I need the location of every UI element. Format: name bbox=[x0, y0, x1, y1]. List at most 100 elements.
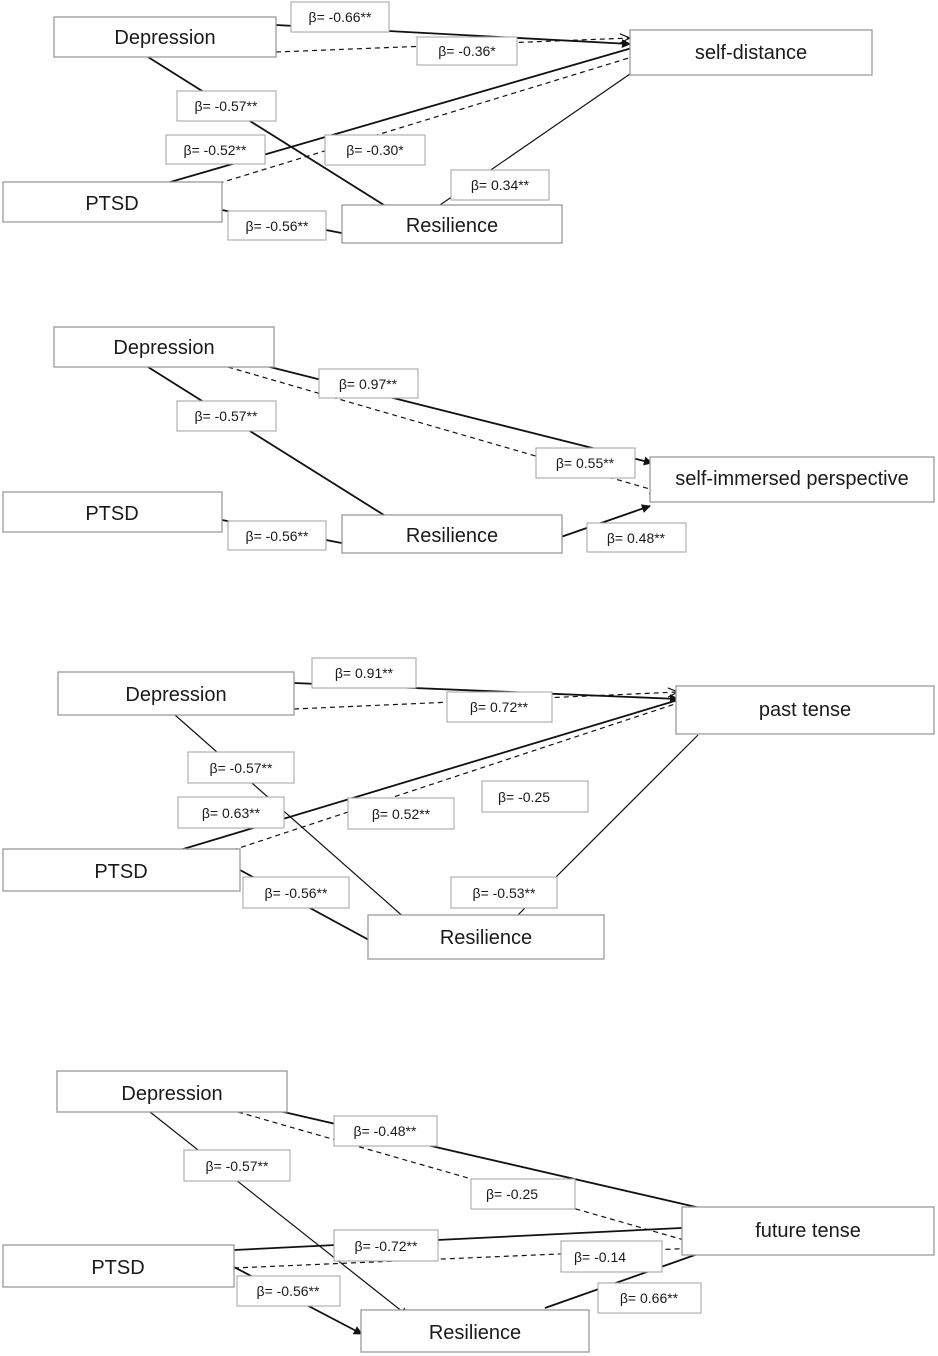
coef-box bbox=[236, 1275, 341, 1307]
coef-box bbox=[177, 796, 285, 829]
node-depression-box bbox=[53, 326, 275, 368]
node-resilience-label: Resilience bbox=[440, 927, 532, 949]
coef-dep-to-outcome: β= -0.66** bbox=[309, 9, 372, 25]
coef-dep-to-resilience: β= -0.57** bbox=[206, 1158, 269, 1174]
coef-resilience-to-outcome: β= 0.34** bbox=[471, 177, 530, 193]
path-depression-to-outcome-indirect bbox=[227, 366, 660, 492]
node-depression-box bbox=[56, 1070, 288, 1113]
nodes: Depression self-distance PTSD Resilience bbox=[2, 16, 873, 244]
coef-box bbox=[227, 210, 327, 241]
coef-ptsd-to-resilience: β= -0.56** bbox=[246, 218, 309, 234]
path-ptsd-to-outcome-indirect bbox=[223, 702, 679, 854]
node-ptsd-box bbox=[2, 181, 223, 223]
nodes: Depression future tense PTSD Resilience bbox=[2, 1070, 935, 1353]
coef-dep-to-resilience: β= -0.57** bbox=[210, 760, 273, 776]
coef-box bbox=[597, 1282, 702, 1314]
coef-box bbox=[450, 876, 558, 909]
node-resilience-box bbox=[360, 1309, 590, 1353]
node-resilience-label: Resilience bbox=[429, 1322, 521, 1344]
coef-box bbox=[446, 691, 553, 723]
coef-box bbox=[176, 400, 277, 432]
node-depression-label: Depression bbox=[125, 684, 226, 706]
coef-ptsd-to-resilience: β= -0.56** bbox=[265, 885, 328, 901]
coef-dep-to-outcome: β= 0.91** bbox=[335, 665, 394, 681]
coef-unattached: β= -0.25 bbox=[498, 789, 550, 805]
coef-dep-to-outcome: β= 0.97** bbox=[339, 376, 398, 392]
node-depression-box bbox=[57, 671, 295, 716]
node-outcome-label: past tense bbox=[759, 699, 851, 721]
coef-ptsd-to-resilience: β= -0.56** bbox=[246, 528, 309, 544]
nodes: Depression self-immersed perspective PTS… bbox=[2, 326, 935, 554]
coef-box bbox=[535, 447, 636, 479]
coef-box bbox=[416, 36, 518, 66]
node-depression-label: Depression bbox=[113, 337, 214, 359]
node-ptsd-box bbox=[2, 1244, 235, 1288]
coef-dep-to-outcome-indirect: β= 0.55** bbox=[556, 455, 615, 471]
path-depression-to-outcome-indirect bbox=[237, 1111, 698, 1244]
node-outcome-label: self-immersed perspective bbox=[675, 468, 908, 490]
path-depression-to-resilience bbox=[174, 714, 416, 928]
coef-box bbox=[347, 797, 455, 830]
node-ptsd-label: PTSD bbox=[91, 1257, 144, 1279]
coef-dep-to-outcome-indirect: β= 0.72** bbox=[470, 699, 529, 715]
panel-future-tense: Depression future tense PTSD Resilience … bbox=[2, 1070, 935, 1353]
path-ptsd-to-outcome-indirect bbox=[209, 56, 633, 187]
coef-box bbox=[290, 1, 390, 33]
coef-ptsd-to-resilience: β= -0.56** bbox=[257, 1283, 320, 1299]
node-resilience-label: Resilience bbox=[406, 215, 498, 237]
coef-box bbox=[333, 1115, 438, 1147]
panel-past-tense: Depression past tense PTSD Resilience β=… bbox=[2, 657, 935, 960]
node-resilience-box bbox=[341, 204, 563, 244]
node-resilience-box bbox=[367, 914, 605, 960]
path-depression-to-resilience bbox=[147, 366, 396, 523]
node-ptsd-label: PTSD bbox=[85, 193, 138, 215]
panel-self-distance: Depression self-distance PTSD Resilience… bbox=[2, 1, 873, 244]
panel-self-immersed-perspective: Depression self-immersed perspective PTS… bbox=[2, 326, 935, 554]
coef-box bbox=[176, 90, 277, 122]
coef-ptsd-to-outcome-indirect: β= -0.14 bbox=[574, 1249, 626, 1265]
coef-box bbox=[311, 657, 417, 689]
path-depression-to-resilience bbox=[149, 1111, 409, 1317]
coef-dep-to-resilience: β= -0.57** bbox=[195, 408, 258, 424]
coef-resilience-to-outcome: β= -0.53** bbox=[473, 885, 536, 901]
coefficients: β= -0.66** β= -0.36* β= -0.57** β= -0.52… bbox=[165, 1, 550, 241]
coef-box bbox=[227, 520, 327, 551]
node-outcome-box bbox=[629, 29, 873, 76]
node-outcome-box bbox=[675, 685, 935, 735]
node-outcome-label: future tense bbox=[755, 1220, 861, 1242]
coef-box bbox=[165, 134, 266, 165]
coef-resilience-to-outcome: β= 0.66** bbox=[620, 1290, 679, 1306]
coef-ptsd-to-outcome-indirect: β= -0.30* bbox=[346, 142, 404, 158]
coef-dep-to-outcome-indirect: β= -0.25 bbox=[486, 1186, 538, 1202]
coef-box bbox=[318, 368, 419, 399]
node-ptsd-label: PTSD bbox=[94, 861, 147, 883]
coef-ptsd-to-outcome: β= -0.52** bbox=[184, 142, 247, 158]
path-resilience-to-outcome bbox=[557, 504, 651, 539]
coef-box bbox=[560, 1240, 663, 1273]
coef-box bbox=[586, 522, 687, 553]
coef-box bbox=[242, 876, 350, 909]
coef-ptsd-to-outcome-indirect: β= 0.52** bbox=[372, 806, 431, 822]
nodes: Depression past tense PTSD Resilience bbox=[2, 671, 935, 960]
path-ptsd-to-outcome bbox=[233, 1221, 723, 1251]
node-ptsd-box bbox=[2, 491, 223, 533]
node-ptsd-box bbox=[2, 848, 241, 892]
coef-ptsd-to-outcome: β= 0.63** bbox=[202, 805, 261, 821]
coef-box bbox=[333, 1229, 439, 1262]
coef-box bbox=[183, 1149, 291, 1182]
coef-dep-to-outcome-indirect: β= -0.36* bbox=[438, 43, 496, 59]
coef-resilience-to-outcome: β= 0.48** bbox=[607, 530, 666, 546]
coef-box bbox=[470, 1178, 576, 1210]
coefficients: β= -0.48** β= -0.57** β= -0.25 β= -0.72*… bbox=[183, 1115, 702, 1314]
node-depression-box bbox=[53, 16, 277, 58]
node-outcome-label: self-distance bbox=[695, 42, 807, 64]
node-depression-label: Depression bbox=[121, 1083, 222, 1105]
coef-box bbox=[481, 780, 589, 813]
coef-box bbox=[324, 134, 426, 166]
coef-dep-to-outcome: β= -0.48** bbox=[354, 1123, 417, 1139]
path-depression-to-resilience bbox=[147, 56, 396, 213]
coef-box bbox=[187, 751, 295, 784]
coefficients: β= 0.91** β= 0.72** β= -0.57** β= 0.63**… bbox=[177, 657, 589, 909]
node-outcome-box bbox=[681, 1206, 935, 1256]
